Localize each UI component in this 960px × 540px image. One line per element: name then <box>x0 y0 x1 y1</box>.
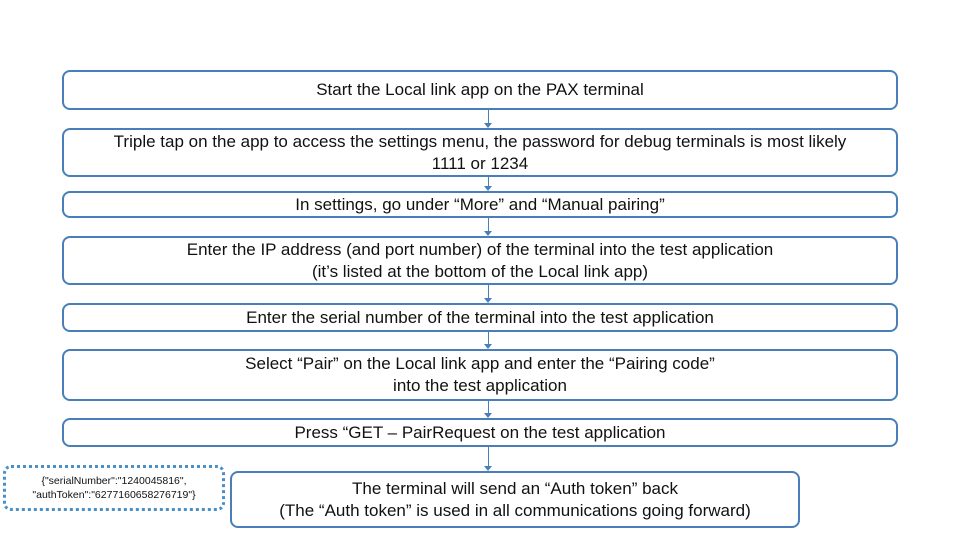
step-box-pair: Select “Pair” on the Local link app and … <box>62 349 898 401</box>
step-box-open-settings: Triple tap on the app to access the sett… <box>62 128 898 177</box>
step-text: Enter the IP address (and port number) o… <box>186 239 774 259</box>
step-box-enter-ip: Enter the IP address (and port number) o… <box>62 236 898 285</box>
step-text: Select “Pair” on the Local link app and … <box>245 354 715 373</box>
step-text: Triple tap on the app to access the sett… <box>113 131 847 151</box>
connector-arrow <box>484 332 492 349</box>
connector-arrow <box>484 285 492 303</box>
step-box-auth-token: The terminal will send an “Auth token” b… <box>230 471 800 528</box>
step-box-pair-request: Press “GET – PairRequest on the test app… <box>62 418 898 447</box>
connector-arrow <box>484 401 492 418</box>
step-text: (it’s listed at the bottom of the Local … <box>311 261 649 281</box>
step-box-manual-pairing: In settings, go under “More” and “Manual… <box>62 191 898 218</box>
step-text: 1111 or 1234 <box>431 153 529 173</box>
step-text: Enter the serial number of the terminal … <box>246 307 714 327</box>
step-text: Press “GET – PairRequest on the test app… <box>294 422 666 442</box>
connector-arrow <box>484 110 492 128</box>
step-text: In settings, go under “More” and “Manual… <box>295 194 665 214</box>
step-text: into the test application <box>393 376 567 395</box>
step-box-serial-number: Enter the serial number of the terminal … <box>62 303 898 332</box>
note-text: {"serialNumber":"1240045816", <box>41 475 187 487</box>
connector-arrow <box>484 177 492 191</box>
step-text: Start the Local link app on the PAX term… <box>316 80 644 99</box>
step-box-start-app: Start the Local link app on the PAX term… <box>62 70 898 110</box>
connector-arrow <box>484 447 492 471</box>
step-text: The terminal will send an “Auth token” b… <box>352 478 678 498</box>
auth-response-note: {"serialNumber":"1240045816", "authToken… <box>3 465 225 511</box>
connector-arrow <box>484 218 492 236</box>
step-text: (The “Auth token” is used in all communi… <box>279 500 751 520</box>
note-text: "authToken":"6277160658276719"} <box>32 489 196 501</box>
